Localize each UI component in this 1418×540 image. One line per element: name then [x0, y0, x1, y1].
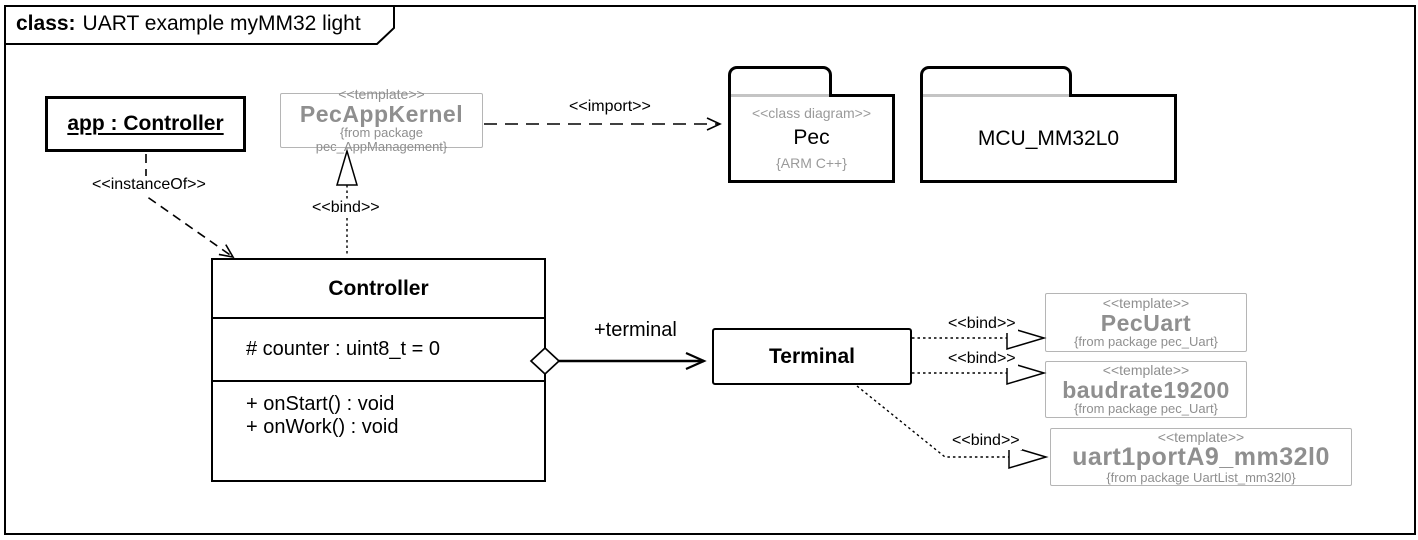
pec-uart-stereotype: <<template>> — [1102, 295, 1190, 312]
package-pec-tab — [728, 66, 832, 94]
instanceof-label: <<instanceOf>> — [90, 176, 208, 194]
baudrate-stereotype: <<template>> — [1102, 362, 1190, 379]
package-mcu-mm32l0[interactable]: MCU_MM32L0 — [920, 94, 1177, 183]
diagram-title: class: UART example myMM32 light — [16, 12, 361, 36]
node-terminal[interactable]: Terminal — [712, 328, 912, 385]
diagram-title-text: UART example myMM32 light — [82, 12, 361, 35]
controller-name: Controller — [328, 276, 429, 300]
import-label: <<import>> — [567, 98, 653, 116]
package-mcu-tab — [920, 66, 1072, 94]
pec-uart-origin: {from package pec_Uart} — [1074, 334, 1218, 350]
package-pec-tab-underline — [731, 94, 829, 97]
baudrate-origin: {from package pec_Uart} — [1074, 401, 1218, 417]
package-pec[interactable]: <<class diagram>> Pec {ARM C++} — [728, 94, 895, 183]
bind-uart1-label: <<bind>> — [950, 432, 1022, 450]
bind-baudrate-label: <<bind>> — [946, 350, 1018, 368]
bind-pecuart-label: <<bind>> — [946, 315, 1018, 333]
uart1-port-stereotype: <<template>> — [1157, 428, 1245, 445]
terminal-name: Terminal — [769, 344, 855, 368]
terminal-role-label: +terminal — [592, 319, 679, 342]
node-pec-uart[interactable]: <<template>> PecUart {from package pec_U… — [1045, 293, 1247, 352]
diagram-title-keyword: class: — [16, 12, 76, 35]
package-pec-name: Pec — [793, 126, 830, 149]
node-uart1-port[interactable]: <<template>> uart1portA9_mm32l0 {from pa… — [1050, 428, 1352, 486]
baudrate-name: baudrate19200 — [1062, 376, 1230, 403]
pec-app-kernel-stereotype: <<template>> — [338, 86, 425, 103]
package-pec-stereotype: <<class diagram>> — [751, 105, 872, 121]
bind-kernel-label: <<bind>> — [310, 199, 382, 217]
node-controller[interactable]: Controller # counter : uint8_t = 0 + onS… — [211, 258, 546, 482]
pec-uart-name: PecUart — [1100, 309, 1192, 336]
node-app-instance[interactable]: app : Controller — [45, 96, 246, 152]
package-pec-tag: {ARM C++} — [776, 155, 847, 171]
pec-app-kernel-origin: {from package pec_AppManagement} — [315, 125, 448, 154]
package-mcu-tab-underline — [923, 94, 1069, 97]
app-instance-label: app : Controller — [67, 112, 224, 135]
controller-operation: + onWork() : void — [246, 416, 399, 438]
controller-operation: + onStart() : void — [246, 393, 395, 415]
node-pec-app-kernel[interactable]: <<template>> PecAppKernel {from package … — [280, 87, 483, 153]
pec-app-kernel-name: PecAppKernel — [299, 101, 464, 128]
uart1-port-name: uart1portA9_mm32l0 — [1072, 443, 1330, 472]
node-baudrate19200[interactable]: <<template>> baudrate19200 {from package… — [1045, 361, 1247, 418]
controller-attribute: # counter : uint8_t = 0 — [246, 338, 441, 360]
uart1-port-origin: {from package UartList_mm32l0} — [1106, 469, 1296, 485]
package-mcu-name: MCU_MM32L0 — [977, 126, 1120, 150]
